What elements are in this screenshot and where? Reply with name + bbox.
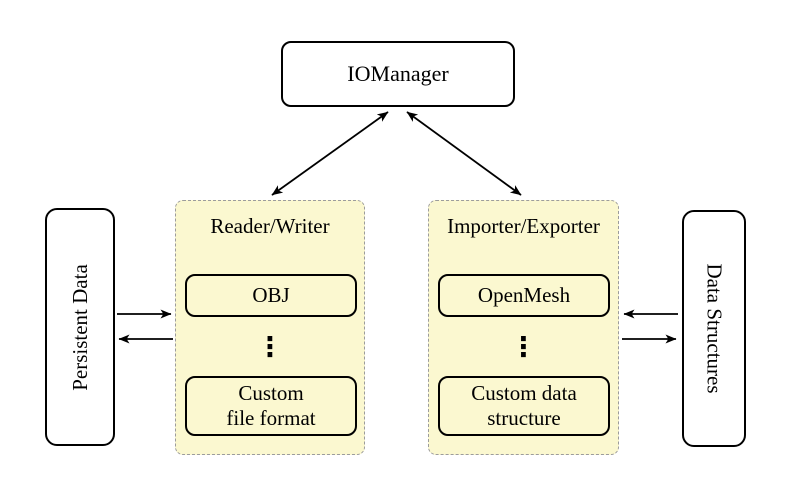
iomanager-label: IOManager bbox=[347, 61, 449, 86]
obj-box: OBJ bbox=[185, 274, 357, 317]
openmesh-box: OpenMesh bbox=[438, 274, 610, 317]
reader-writer-group: Reader/Writer OBJ ⋮ Custom file format bbox=[175, 200, 365, 455]
persistent-data-label: Persistent Data bbox=[67, 263, 92, 391]
custom-data-structure-box: Custom data structure bbox=[438, 376, 610, 436]
custom-data-structure-label: Custom data structure bbox=[471, 381, 577, 430]
importer-exporter-ellipsis-icon: ⋮ bbox=[510, 331, 537, 363]
obj-label: OBJ bbox=[252, 283, 290, 308]
data-structures-box: Data Structures bbox=[682, 210, 746, 447]
reader-writer-ellipsis-icon: ⋮ bbox=[256, 331, 284, 363]
openmesh-label: OpenMesh bbox=[477, 283, 571, 308]
custom-file-format-box: Custom file format bbox=[185, 376, 357, 436]
data-structures-label: Data Structures bbox=[702, 263, 727, 394]
arrow-iomanager-readerwriter bbox=[271, 111, 389, 196]
arrow-iomanager-importerexporter bbox=[406, 111, 522, 196]
importer-exporter-group: Importer/Exporter OpenMesh ⋮ Custom data… bbox=[428, 200, 619, 455]
persistent-data-box: Persistent Data bbox=[45, 208, 115, 446]
reader-writer-title: Reader/Writer bbox=[210, 214, 330, 238]
iomanager-box: IOManager bbox=[281, 41, 515, 107]
custom-file-format-label: Custom file format bbox=[226, 381, 316, 430]
importer-exporter-title: Importer/Exporter bbox=[447, 214, 600, 238]
